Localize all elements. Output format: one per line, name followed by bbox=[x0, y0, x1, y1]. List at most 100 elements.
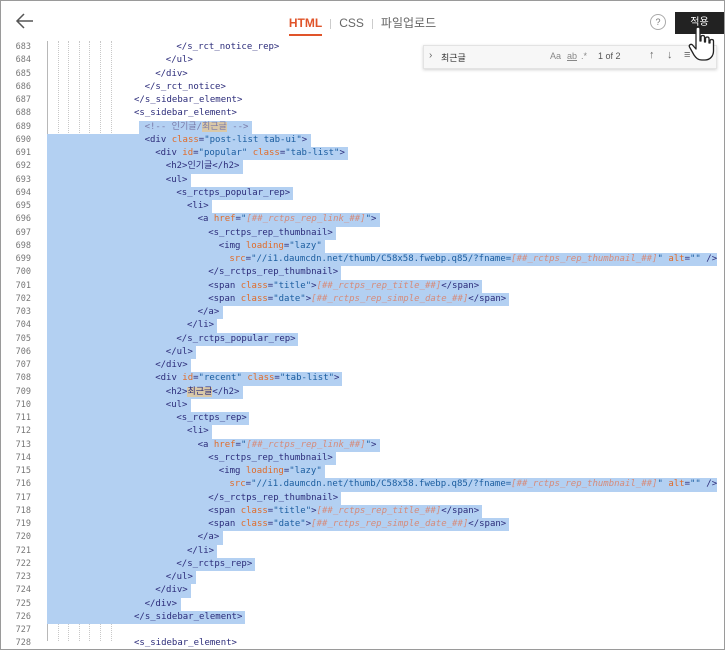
tab-css[interactable]: CSS bbox=[339, 16, 364, 30]
match-case-toggle[interactable]: Aa bbox=[550, 51, 562, 61]
code-line[interactable]: 712<li> bbox=[1, 425, 724, 439]
code-line[interactable]: 688<s_sidebar_element> bbox=[1, 107, 724, 120]
code-line[interactable]: 710<ul> bbox=[1, 398, 724, 412]
code-text: </div> bbox=[144, 598, 178, 609]
code-line[interactable]: 694<s_rctps_popular_rep> bbox=[1, 186, 724, 200]
code-line[interactable]: 711<s_rctps_rep> bbox=[1, 412, 724, 426]
regex-toggle[interactable]: .* bbox=[581, 51, 588, 61]
code-line[interactable]: 692<h2>인기글</h2> bbox=[1, 160, 724, 174]
apply-button[interactable]: 적용 bbox=[675, 12, 724, 34]
selection-highlight bbox=[47, 359, 192, 373]
code-text: <span class="title">[##_rctps_rep_title_… bbox=[208, 280, 480, 291]
selection-highlight bbox=[47, 292, 510, 306]
code-text: <ul> bbox=[165, 174, 188, 185]
selection-highlight bbox=[47, 266, 342, 280]
code-line[interactable]: 714<s_rctps_rep_thumbnail> bbox=[1, 451, 724, 465]
line-number: 687 bbox=[15, 95, 31, 105]
line-number: 701 bbox=[15, 280, 31, 291]
code-line[interactable]: 706</ul> bbox=[1, 345, 724, 359]
code-line[interactable]: 700</s_rctps_rep_thumbnail> bbox=[1, 266, 724, 280]
selection-highlight bbox=[47, 226, 337, 240]
code-line[interactable]: 683</s_rct_notice_rep> bbox=[1, 41, 724, 54]
code-text: </a> bbox=[197, 532, 220, 543]
code-text: </s_rctps_rep_thumbnail> bbox=[208, 492, 339, 503]
line-number: 719 bbox=[15, 519, 31, 529]
code-line[interactable]: 722</s_rctps_rep> bbox=[1, 557, 724, 571]
code-line[interactable]: 703</a> bbox=[1, 306, 724, 320]
code-editor[interactable]: 683</s_rct_notice_rep>684</ul>685</div>6… bbox=[1, 41, 724, 649]
code-line[interactable]: 709<h2>최근글</h2> bbox=[1, 385, 724, 399]
selection-highlight bbox=[47, 610, 245, 624]
line-number: 715 bbox=[15, 466, 31, 476]
code-line[interactable]: 721</li> bbox=[1, 544, 724, 558]
code-line[interactable]: 718<span class="title">[##_rctps_rep_tit… bbox=[1, 504, 724, 518]
code-text: </s_sidebar_element> bbox=[134, 611, 243, 622]
code-line[interactable]: 708<div id="recent" class="tab-list"> bbox=[1, 372, 724, 386]
code-text: </ul> bbox=[165, 55, 193, 66]
code-line[interactable]: 695<li> bbox=[1, 200, 724, 214]
code-line[interactable]: 690<div class="post-list tab-ui"> bbox=[1, 133, 724, 147]
help-button[interactable]: ? bbox=[650, 14, 666, 30]
code-text: </div> bbox=[155, 360, 188, 370]
code-line[interactable]: 702<span class="date">[##_rctps_rep_simp… bbox=[1, 292, 724, 306]
code-line[interactable]: 727 bbox=[1, 624, 724, 637]
code-line[interactable]: 685</div> bbox=[1, 68, 724, 81]
selection-highlight bbox=[47, 531, 223, 545]
code-text: </div> bbox=[155, 68, 188, 79]
code-text: <img loading="lazy" bbox=[218, 240, 322, 251]
code-line[interactable]: 689<!-- 인기글/최근글 --> bbox=[1, 120, 724, 134]
code-line[interactable]: 724</div> bbox=[1, 584, 724, 598]
code-line[interactable]: 696<a href="[##_rctps_rep_link_##]"> bbox=[1, 213, 724, 227]
selection-highlight bbox=[47, 332, 299, 346]
code-text: </s_rctps_rep_thumbnail> bbox=[208, 267, 339, 278]
line-number: 714 bbox=[15, 452, 31, 463]
selection-highlight bbox=[47, 279, 483, 293]
code-text: </s_rct_notice> bbox=[144, 81, 226, 92]
find-input[interactable]: 최근글 bbox=[441, 53, 466, 63]
code-line[interactable]: 705</s_rctps_popular_rep> bbox=[1, 332, 724, 346]
code-text: <div class="post-list tab-ui"> bbox=[144, 134, 308, 145]
code-line[interactable]: 686</s_rct_notice> bbox=[1, 81, 724, 94]
code-line[interactable]: 684</ul> bbox=[1, 54, 724, 67]
line-number: 683 bbox=[15, 42, 31, 52]
code-text: <span class="date">[##_rctps_rep_simple_… bbox=[208, 519, 507, 529]
code-line[interactable]: 728<s_sidebar_element> bbox=[1, 637, 724, 649]
editor-tabs: HTML CSS 파일업로드 bbox=[1, 14, 724, 36]
code-line[interactable]: 715<img loading="lazy" bbox=[1, 465, 724, 479]
selection-highlight bbox=[47, 451, 337, 465]
code-line[interactable]: 691<div id="popular" class="tab-list"> bbox=[1, 147, 724, 161]
back-arrow-icon[interactable] bbox=[15, 11, 35, 31]
arrow-down-icon[interactable]: ↓ bbox=[667, 49, 673, 61]
code-line[interactable]: 697<s_rctps_rep_thumbnail> bbox=[1, 226, 724, 240]
code-line[interactable]: 693<ul> bbox=[1, 173, 724, 187]
selection-menu-icon[interactable]: ≡ bbox=[684, 49, 691, 61]
arrow-up-icon[interactable]: ↑ bbox=[649, 49, 655, 61]
find-widget: › 최근글 Aa ab .* 1 of 2 ↑ ↓ ≡ bbox=[423, 45, 717, 69]
line-number: 720 bbox=[15, 532, 31, 543]
code-line[interactable]: 726 </s_sidebar_element> bbox=[1, 610, 724, 624]
code-text: <div id="recent" class="tab-list"> bbox=[155, 373, 340, 384]
selection-highlight bbox=[47, 465, 325, 479]
tab-file-upload[interactable]: 파일업로드 bbox=[380, 16, 437, 30]
selection-highlight bbox=[47, 253, 717, 267]
code-line[interactable]: 720 </a> bbox=[1, 531, 724, 545]
code-line[interactable]: 707</div> bbox=[1, 359, 724, 373]
tab-html[interactable]: HTML bbox=[285, 16, 326, 36]
code-line[interactable]: 717</s_rctps_rep_thumbnail> bbox=[1, 491, 724, 505]
line-number: 726 bbox=[15, 611, 31, 622]
code-line[interactable]: 698<img loading="lazy" bbox=[1, 239, 724, 253]
chevron-right-icon[interactable]: › bbox=[429, 50, 433, 61]
code-line[interactable]: 725</div> bbox=[1, 597, 724, 611]
code-line[interactable]: 687</s_sidebar_element> bbox=[1, 94, 724, 107]
code-line[interactable]: 704</li> bbox=[1, 319, 724, 333]
whole-word-toggle[interactable]: ab bbox=[567, 51, 578, 61]
code-line[interactable]: 701 <span class="title">[##_rctps_rep_tit… bbox=[1, 279, 724, 293]
selection-highlight bbox=[47, 491, 342, 505]
code-line[interactable]: 719 <span class="date">[##_rctps_rep_simp… bbox=[1, 518, 724, 532]
code-line[interactable]: 723</ul> bbox=[1, 571, 724, 585]
code-line[interactable]: 713<a href="[##_rctps_rep_link_##]"> bbox=[1, 438, 724, 452]
line-number: 706 bbox=[15, 346, 31, 357]
